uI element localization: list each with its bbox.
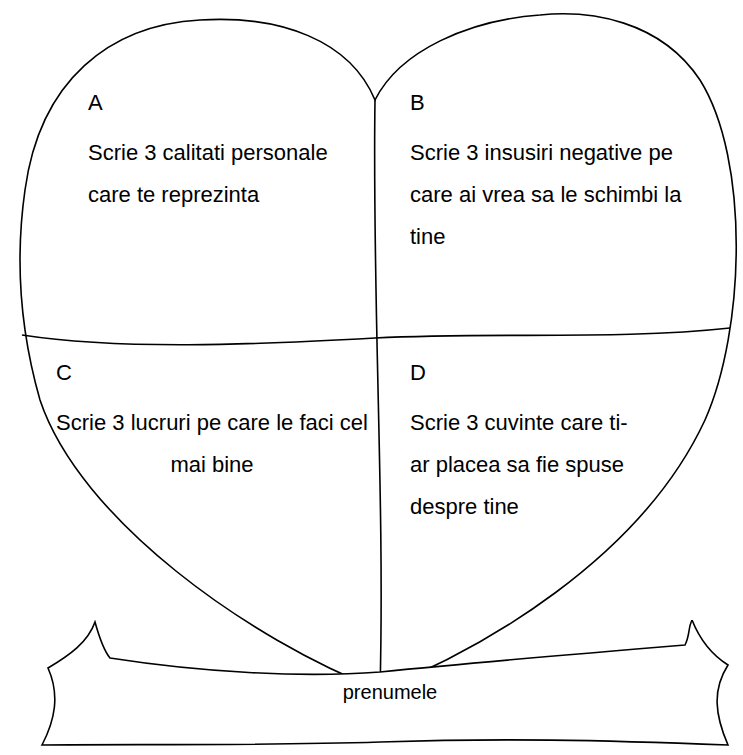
quadrant-box: A Scrie 3 calitati personale care te repr… bbox=[88, 82, 370, 216]
instruction-text: Scrie 3 calitati personale care te repre… bbox=[88, 132, 370, 216]
divider-line bbox=[375, 100, 382, 690]
banner-label: prenumele bbox=[40, 678, 740, 706]
quadrant-letter: C bbox=[56, 352, 368, 394]
instruction-text: Scrie 3 insusiri negative pe care ai vre… bbox=[410, 132, 720, 258]
quadrant-letter: D bbox=[410, 352, 638, 394]
quadrant-box: B Scrie 3 insusiri negative pe care ai vr… bbox=[410, 82, 720, 258]
instruction-text: Scrie 3 lucruri pe care le faci cel mai … bbox=[56, 402, 368, 486]
name-banner: prenumele bbox=[40, 620, 740, 750]
quadrant-letter: B bbox=[410, 82, 720, 124]
quadrant-box: C Scrie 3 lucruri pe care le faci cel mai… bbox=[56, 352, 368, 486]
heart-outline bbox=[20, 14, 736, 690]
instruction-text: Scrie 3 cuvinte care ti-ar placea sa fie… bbox=[410, 402, 638, 528]
quadrant-letter: A bbox=[88, 82, 370, 124]
quadrant-box: D Scrie 3 cuvinte care ti-ar placea sa fi… bbox=[410, 352, 638, 528]
